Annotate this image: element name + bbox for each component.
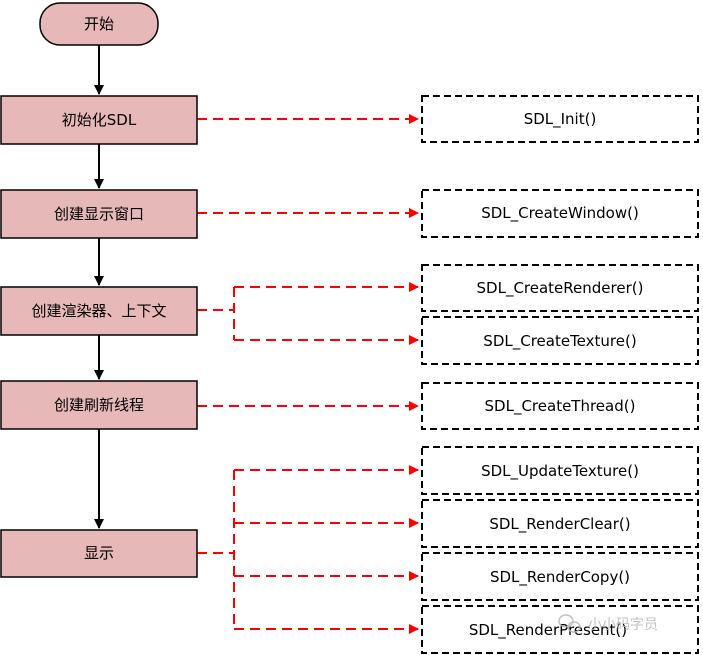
step-label: 创建刷新线程 — [54, 396, 144, 414]
flow-steps: 开始 初始化SDL 创建显示窗口 创建渲染器、上下文 创建刷新线程 显示 — [0, 2, 198, 578]
api-label: SDL_CreateRenderer() — [477, 279, 644, 298]
step-label: 创建渲染器、上下文 — [31, 302, 166, 320]
api-sdl-render-present: SDL_RenderPresent() — [421, 605, 699, 654]
api-sdl-create-texture: SDL_CreateTexture() — [421, 316, 699, 365]
step-display: 显示 — [0, 529, 198, 578]
api-label: SDL_CreateThread() — [485, 397, 636, 416]
api-sdl-render-copy: SDL_RenderCopy() — [421, 552, 699, 601]
step-create-renderer: 创建渲染器、上下文 — [0, 286, 198, 336]
wechat-icon — [558, 614, 581, 633]
step-label: 初始化SDL — [62, 111, 137, 129]
start-label: 开始 — [84, 15, 114, 33]
api-label: SDL_Init() — [524, 110, 597, 129]
api-sdl-create-renderer: SDL_CreateRenderer() — [421, 264, 699, 312]
api-calls: SDL_Init() SDL_CreateWindow() SDL_Create… — [421, 95, 699, 654]
step-init-sdl: 初始化SDL — [0, 95, 198, 145]
api-sdl-create-thread: SDL_CreateThread() — [421, 382, 699, 430]
step-create-thread: 创建刷新线程 — [0, 380, 198, 430]
step-label: 创建显示窗口 — [54, 205, 144, 223]
watermark-text: 小小码字员 — [588, 617, 658, 633]
api-label: SDL_RenderPresent() — [469, 621, 627, 640]
watermark: 小小码字员 — [558, 614, 658, 633]
start-node: 开始 — [39, 2, 159, 46]
step-create-window: 创建显示窗口 — [0, 189, 198, 239]
api-sdl-render-clear: SDL_RenderClear() — [421, 499, 699, 548]
api-sdl-update-texture: SDL_UpdateTexture() — [421, 446, 699, 495]
api-label: SDL_RenderClear() — [489, 515, 630, 534]
step-label: 显示 — [84, 544, 114, 562]
api-label: SDL_UpdateTexture() — [481, 462, 639, 481]
api-sdl-init: SDL_Init() — [421, 95, 699, 143]
api-label: SDL_CreateTexture() — [483, 332, 636, 351]
api-sdl-create-window: SDL_CreateWindow() — [421, 189, 699, 238]
call-connectors — [197, 114, 419, 634]
api-label: SDL_CreateWindow() — [481, 204, 639, 223]
api-label: SDL_RenderCopy() — [490, 568, 630, 587]
